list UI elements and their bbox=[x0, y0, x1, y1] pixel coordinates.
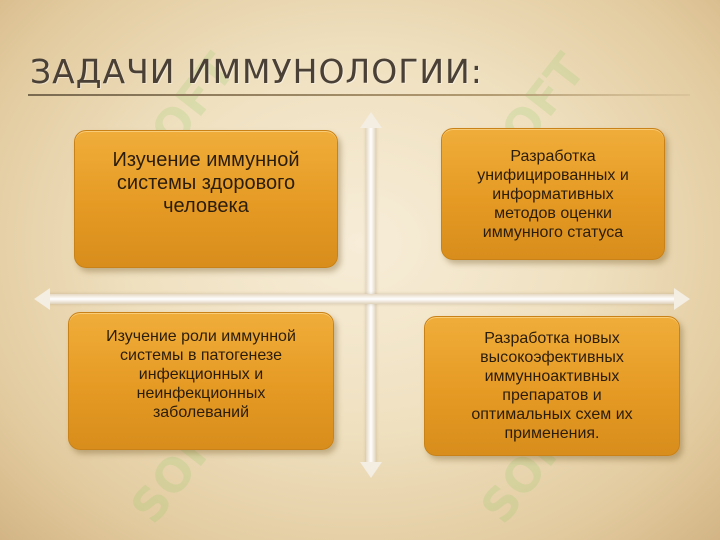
task-box-bottom-right: Разработка новых высокоэфективных иммунн… bbox=[424, 316, 680, 456]
task-box-top-left: Изучение иммунной системы здорового чело… bbox=[74, 130, 338, 268]
task-box-top-right: Разработка унифицированных и информативн… bbox=[441, 128, 665, 260]
task-text: Разработка новых высокоэфективных иммунн… bbox=[471, 330, 633, 442]
arrow-down-icon bbox=[360, 462, 382, 478]
task-text: Разработка унифицированных и информативн… bbox=[477, 147, 629, 241]
slide-title: ЗАДАЧИ ИММУНОЛОГИИ: bbox=[30, 52, 483, 91]
title-underline bbox=[28, 94, 690, 96]
arrow-right-icon bbox=[674, 288, 690, 310]
arrow-up-icon bbox=[360, 112, 382, 128]
task-text: Изучение роли иммунной системы в патоген… bbox=[106, 327, 296, 421]
arrow-left-icon bbox=[34, 288, 50, 310]
horizontal-axis bbox=[48, 294, 676, 304]
task-box-bottom-left: Изучение роли иммунной системы в патоген… bbox=[68, 312, 334, 450]
task-text: Изучение иммунной системы здорового чело… bbox=[112, 148, 300, 217]
